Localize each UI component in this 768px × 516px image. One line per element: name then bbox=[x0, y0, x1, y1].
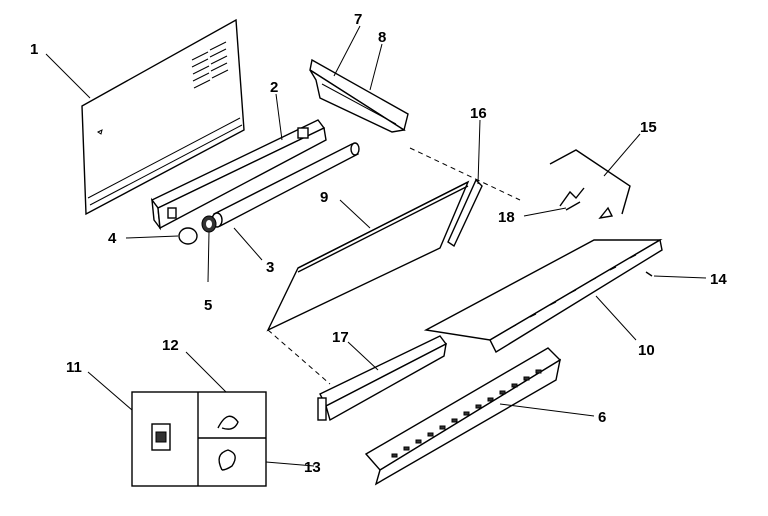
part-17-rail bbox=[317, 335, 448, 422]
leader-lines bbox=[45, 25, 707, 467]
callout-2: 2 bbox=[270, 79, 278, 96]
callout-17: 17 bbox=[332, 329, 349, 346]
part-10-tray bbox=[423, 238, 663, 353]
callout-14: 14 bbox=[710, 271, 727, 288]
callout-11: 11 bbox=[66, 359, 82, 376]
callout-6: 6 bbox=[598, 409, 606, 426]
part-3-rod bbox=[211, 142, 360, 228]
part-7-8-top-bracket bbox=[309, 58, 409, 133]
guide-lines bbox=[267, 147, 521, 385]
parts-11-12-13-inset bbox=[131, 391, 267, 487]
part-1-back-panel bbox=[81, 18, 245, 216]
callout-5: 5 bbox=[204, 297, 212, 314]
callout-15: 15 bbox=[640, 119, 657, 136]
part-14-screw bbox=[645, 271, 653, 277]
callout-4: 4 bbox=[108, 230, 117, 247]
part-15-wire bbox=[549, 149, 631, 215]
callout-labels: 1 2 3 4 5 6 7 8 9 10 11 12 13 14 15 16 1… bbox=[30, 11, 727, 476]
callout-3: 3 bbox=[266, 259, 274, 276]
part-18-clips bbox=[559, 187, 614, 219]
callout-16: 16 bbox=[470, 105, 487, 122]
callout-9: 9 bbox=[320, 189, 328, 206]
callout-1: 1 bbox=[30, 41, 38, 58]
callout-12: 12 bbox=[162, 337, 179, 354]
callout-13: 13 bbox=[304, 459, 321, 476]
part-9-panel bbox=[266, 180, 470, 332]
callout-7: 7 bbox=[354, 11, 362, 28]
part-5-bushing bbox=[201, 215, 217, 233]
part-4-knob bbox=[178, 227, 198, 245]
part-16-strip bbox=[447, 178, 483, 248]
part-2-bracket bbox=[150, 119, 327, 231]
part-6-slotted-rail bbox=[364, 347, 562, 486]
callout-18: 18 bbox=[498, 209, 515, 226]
callout-10: 10 bbox=[638, 342, 655, 359]
callout-8: 8 bbox=[378, 29, 386, 46]
